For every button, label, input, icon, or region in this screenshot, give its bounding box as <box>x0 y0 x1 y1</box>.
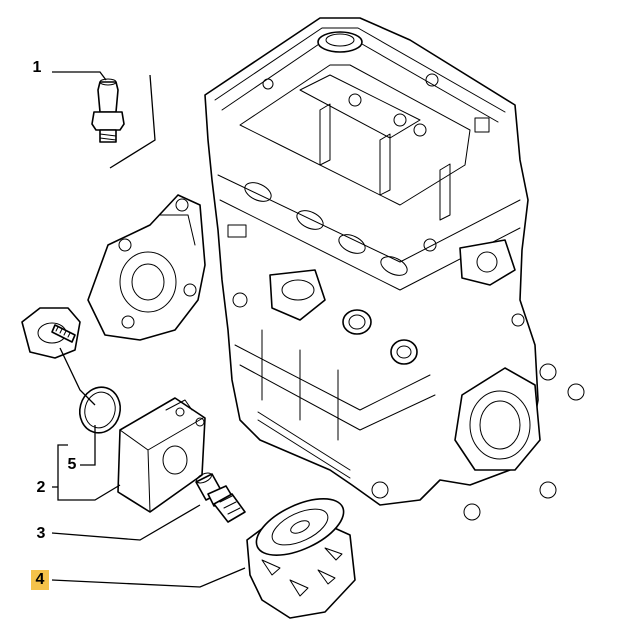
oil-filter <box>246 498 356 619</box>
oil-pressure-sensor <box>91 78 125 143</box>
threaded-stud <box>51 324 76 343</box>
o-ring-seal <box>78 386 122 434</box>
callout-leader-lines <box>51 71 246 588</box>
callout-label-3: 3 <box>36 525 46 542</box>
callout-label-5: 5 <box>67 456 77 473</box>
oil-pump-housing <box>21 194 206 359</box>
threaded-nipple <box>195 472 246 523</box>
callout-label-1: 1 <box>32 59 42 76</box>
oil-cooler-adapter <box>117 397 206 513</box>
callout-label-4: 4 <box>31 570 49 590</box>
engine-block <box>204 17 585 521</box>
callout-label-2: 2 <box>36 479 46 496</box>
